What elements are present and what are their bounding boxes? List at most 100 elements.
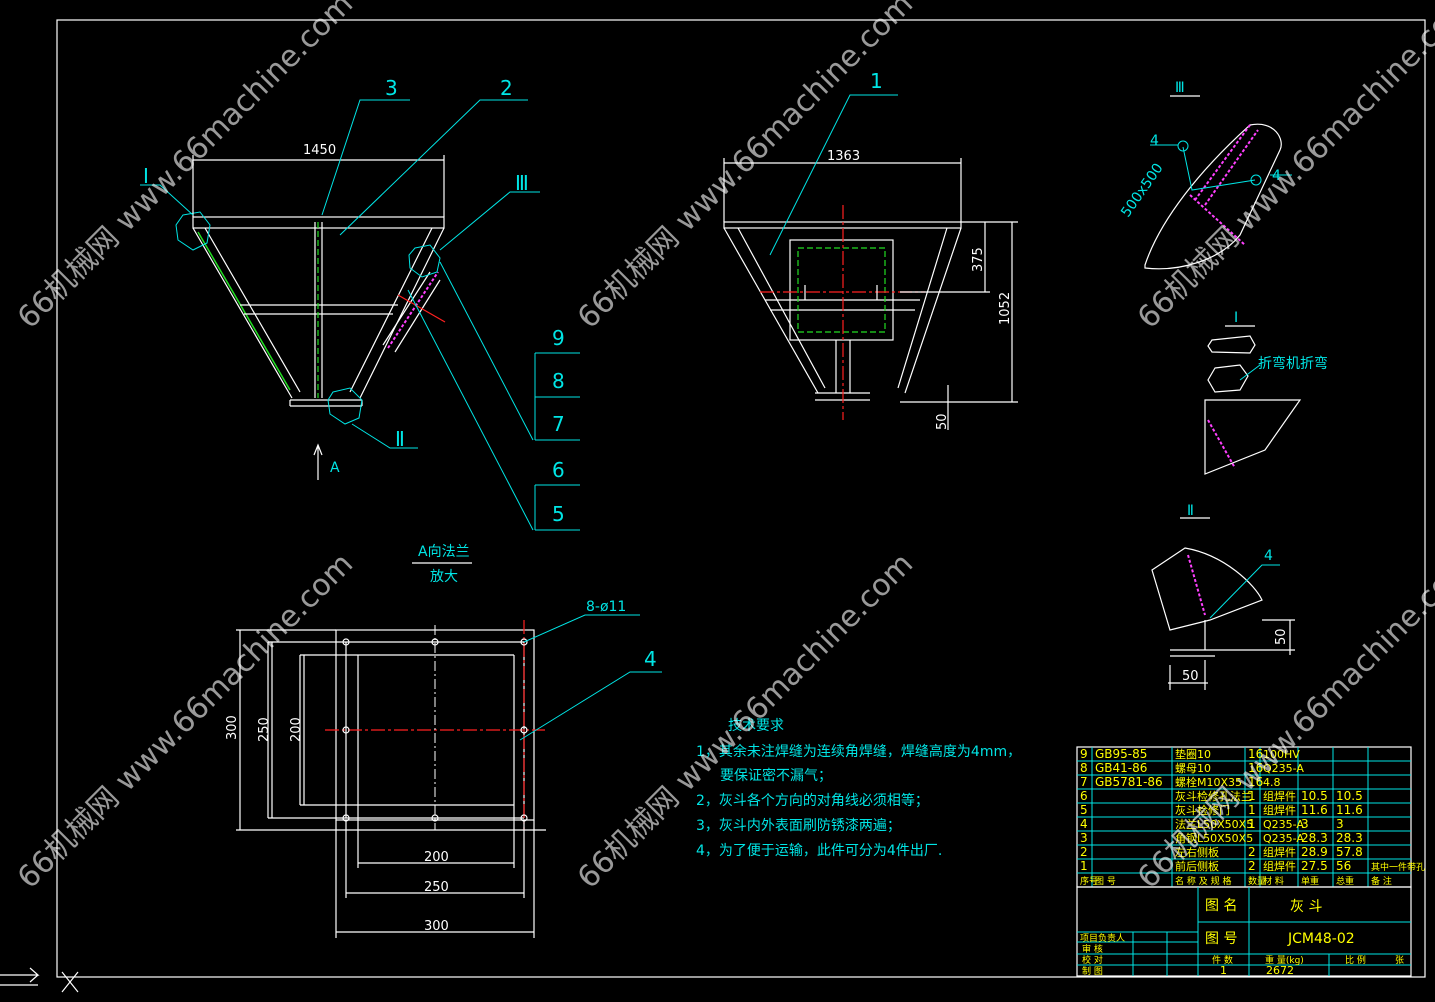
detail-label-3: Ⅲ xyxy=(515,171,529,195)
bom-cell: GB41-86 xyxy=(1095,761,1147,775)
size-500x500: 500x500 xyxy=(1118,161,1167,221)
watermark: 66机械网 www.66machine.com xyxy=(1131,0,1435,336)
drawing-number: JCM48-02 xyxy=(1287,931,1355,947)
count-label: 件 数 xyxy=(1212,954,1233,966)
detail-1-title: Ⅰ xyxy=(1234,310,1238,326)
notes-title: 技术要求 xyxy=(728,718,784,734)
drawing-name-label: 图 名 xyxy=(1205,898,1237,914)
dim-front-width: 1450 xyxy=(303,143,336,158)
detail-label-1: Ⅰ xyxy=(143,164,149,188)
bom-cell: 3 xyxy=(1336,817,1344,831)
weight-label: 重 量(kg) xyxy=(1265,954,1304,966)
role-check: 校 对 xyxy=(1082,954,1103,966)
part-label-6: 6 xyxy=(552,458,565,482)
role-project-lead: 项目负责人 xyxy=(1080,932,1125,944)
weld-size-c: 4 xyxy=(1264,548,1273,564)
bom-cell: 4 xyxy=(1080,817,1088,831)
dim-v250: 250 xyxy=(257,717,272,742)
bom-cell: 27.5 xyxy=(1301,859,1328,873)
bom-cell: 垫圈10 xyxy=(1175,747,1211,761)
detail-1-view xyxy=(1204,325,1302,475)
bom-cell: 100HV xyxy=(1263,748,1300,761)
bom-header-cell: 序号 xyxy=(1080,875,1098,887)
bom-cell: 组焊件 xyxy=(1263,789,1296,803)
bom-cell: 组焊件 xyxy=(1263,845,1296,859)
bom-cell: 2 xyxy=(1248,845,1256,859)
bom-cell: Q235-A xyxy=(1263,832,1304,845)
role-draw: 制 图 xyxy=(1082,965,1103,977)
front-view xyxy=(140,99,580,531)
part-label-1: 1 xyxy=(870,69,883,93)
note-line-3: 2，灰斗各个方向的对角线必须相等； xyxy=(696,792,929,809)
bom-cell: 28.3 xyxy=(1301,831,1328,845)
bom-cell: 角钢L50X50X5 xyxy=(1175,832,1253,845)
bom-cell: GB95-85 xyxy=(1095,747,1147,761)
watermark: 66机械网 www.66machine.com xyxy=(11,0,360,336)
watermark: 66机械网 www.66machine.com xyxy=(11,546,360,895)
bom-header-cell: 图 号 xyxy=(1095,876,1116,887)
weld-size-a: 4 xyxy=(1150,133,1159,149)
bom-cell: 7 xyxy=(1080,775,1088,789)
bom-cell: Q235-A xyxy=(1263,818,1304,831)
role-review: 审 核 xyxy=(1082,943,1103,955)
side-view xyxy=(723,94,1018,430)
det-dim-50a: 50 xyxy=(1274,628,1289,645)
bom-cell: 灰斗检修孔法兰 xyxy=(1175,789,1252,803)
bom-cell: 螺母10 xyxy=(1175,762,1211,775)
detail-3-title: Ⅲ xyxy=(1175,80,1185,96)
det-dim-50b: 50 xyxy=(1182,669,1199,684)
flange-view-scale: 放大 xyxy=(430,569,458,585)
detail-3-view xyxy=(1144,95,1292,270)
part-label-8: 8 xyxy=(552,369,565,393)
bom-cell: 28.9 xyxy=(1301,845,1328,859)
bom-cell: 11.6 xyxy=(1336,803,1363,817)
note-line-1: 1，其余未注焊缝为连续角焊缝，焊缝高度为4mm， xyxy=(696,743,1021,760)
note-line-2: 要保证密不漏气； xyxy=(720,767,832,784)
holes-label: 8-ø11 xyxy=(586,599,626,615)
drawing-number-label: 图 号 xyxy=(1205,931,1237,947)
bom-cell: Q235-A xyxy=(1263,762,1304,775)
bom-cell: 57.8 xyxy=(1336,845,1363,859)
bom-cell: 16 xyxy=(1248,775,1263,789)
bom-cell: 10.5 xyxy=(1336,789,1363,803)
part-label-9: 9 xyxy=(552,326,565,350)
bom-cell: 16 xyxy=(1248,761,1263,775)
view-a-label: A xyxy=(330,460,340,476)
bom-cell: 螺栓M10X35 xyxy=(1175,775,1242,789)
part-label-7: 7 xyxy=(552,412,565,436)
dim-h250: 250 xyxy=(424,880,449,895)
dim-v200: 200 xyxy=(289,717,304,742)
part-label-5: 5 xyxy=(552,502,565,526)
weight-value: 2672 xyxy=(1266,964,1294,977)
dim-1052: 1052 xyxy=(998,292,1013,325)
weld-size-b: 4 xyxy=(1272,168,1281,184)
bom-cell: 1 xyxy=(1080,859,1088,873)
bom-header-cell: 总重 xyxy=(1336,875,1354,887)
bom-cell: 5 xyxy=(1080,803,1088,817)
count-value: 1 xyxy=(1220,964,1227,977)
bom-cell: 16 xyxy=(1248,747,1263,761)
bom-cell: 组焊件 xyxy=(1263,803,1296,817)
note-line-5: 4，为了便于运输，此件可分为4件出厂. xyxy=(696,843,942,859)
bom-cell: 4.8 xyxy=(1263,776,1281,789)
detail-label-2: Ⅱ xyxy=(395,427,405,451)
bom-header-cell: 材 料 xyxy=(1263,875,1284,887)
note-line-4: 3，灰斗内外表面刷防锈漆两遍； xyxy=(696,818,901,834)
bom-cell: GB5781-86 xyxy=(1095,775,1163,789)
bom-cell: 11.6 xyxy=(1301,803,1328,817)
bom-cell: 1 xyxy=(1248,817,1256,831)
bom-cell: 法兰L50X50X5 xyxy=(1175,817,1253,831)
bom-header-cell: 数量 xyxy=(1248,875,1266,887)
bom-cell: 2 xyxy=(1248,859,1256,873)
bom-cell: 1 xyxy=(1248,803,1256,817)
ucs-icon xyxy=(0,967,79,993)
dim-375: 375 xyxy=(971,247,986,272)
bom-cell: 其中一件带孔 xyxy=(1371,861,1425,873)
bom-cell: 组焊件 xyxy=(1263,859,1296,873)
scale-label: 比 例 xyxy=(1345,954,1366,966)
bom-cell: 9 xyxy=(1080,747,1088,761)
bom-cell: 6 xyxy=(1080,789,1088,803)
bom-cell: 10.5 xyxy=(1301,789,1328,803)
